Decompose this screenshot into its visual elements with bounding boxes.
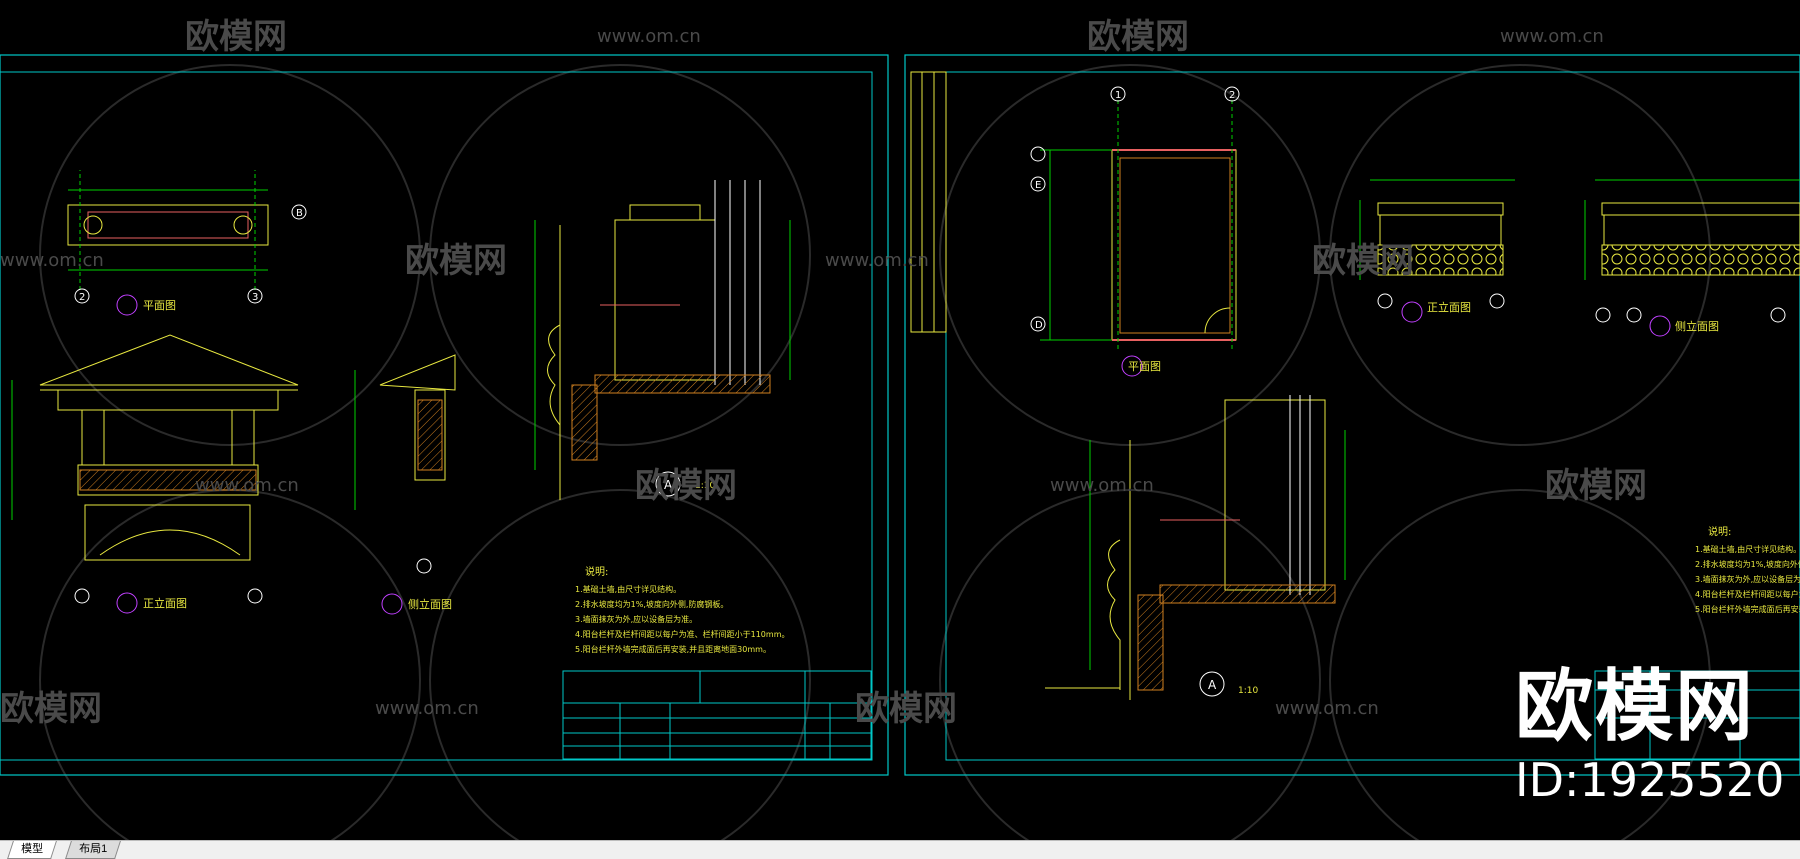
left-axis-b: B bbox=[296, 208, 303, 219]
watermark-url: www.om.cn bbox=[375, 698, 479, 719]
right-title-block bbox=[1594, 670, 1800, 760]
right-axis-1: 1 bbox=[1115, 90, 1121, 101]
watermark-logo: 欧模网 bbox=[1312, 241, 1414, 281]
right-axis-2: 2 bbox=[1229, 90, 1235, 101]
left-detail-callout: A bbox=[664, 478, 673, 492]
right-detail-callout: A bbox=[1208, 678, 1217, 692]
left-side-elevation bbox=[354, 354, 456, 615]
right-side-elevation-title: 侧立面图 bbox=[1675, 319, 1719, 333]
watermark-logo: 欧模网 bbox=[0, 689, 102, 729]
watermark-logo: 欧模网 bbox=[405, 241, 507, 281]
right-sheet-inner-frame bbox=[945, 71, 1800, 761]
right-front-elevation bbox=[1359, 179, 1515, 323]
watermark-logo: 欧模网 bbox=[1545, 466, 1647, 506]
left-section-detail bbox=[534, 180, 791, 500]
right-sheet: 说明: 1.基础土墙,由尺寸详见结构。 2.排水坡度均为1%,坡度向外侧,防腐钢… bbox=[904, 54, 1800, 776]
right-detail-scale: 1:10 bbox=[1238, 686, 1258, 696]
right-note-3: 3.墙面抹灰为外,应以设备层为准。 bbox=[1695, 574, 1800, 584]
watermark-logo: 欧模网 bbox=[185, 17, 287, 57]
left-sheet: 说明: 1.基础土墙,由尺寸详见结构。 2.排水坡度均为1%,坡度向外侧,防腐钢… bbox=[0, 54, 889, 776]
watermark-id-label: ID:1925520 bbox=[1515, 753, 1785, 807]
left-plan-drawing bbox=[67, 170, 307, 316]
left-axis-3: 3 bbox=[252, 292, 258, 303]
watermark-logo: 欧模网 bbox=[855, 689, 957, 729]
right-notes-heading: 说明: bbox=[1708, 525, 1731, 538]
left-notes-heading: 说明: bbox=[585, 565, 608, 578]
right-note-4: 4.阳台栏杆及栏杆间距以每户为准。 bbox=[1695, 589, 1800, 599]
watermark-texts: 欧模网 欧模网 www.om.cn www.om.cn 欧模网 欧模网 www.… bbox=[0, 17, 1647, 729]
left-note-1: 1.基础土墙,由尺寸详见结构。 bbox=[575, 584, 681, 594]
right-note-1: 1.基础土墙,由尺寸详见结构。 bbox=[1695, 544, 1800, 554]
left-front-elevation bbox=[11, 334, 299, 614]
watermark-url: www.om.cn bbox=[825, 250, 929, 271]
left-axis-2: 2 bbox=[79, 292, 85, 303]
watermark-logo: 欧模网 bbox=[635, 466, 737, 506]
left-note-5: 5.阳台栏杆外墙完成面后再安装,并且距离地面30mm。 bbox=[575, 644, 771, 654]
right-plan-drawing bbox=[1030, 86, 1240, 377]
left-note-4: 4.阳台栏杆及栏杆间距以每户为准、栏杆间距小于110mm。 bbox=[575, 629, 790, 639]
watermark-url: www.om.cn bbox=[1050, 475, 1154, 496]
layout-tab-bar: 模型 布局1 bbox=[0, 840, 1800, 859]
watermark-logo: 欧模网 bbox=[1087, 17, 1189, 57]
tab-layout1-label: 布局1 bbox=[79, 843, 108, 855]
tab-layout1[interactable]: 布局1 bbox=[65, 841, 122, 859]
right-note-5: 5.阳台栏杆外墙完成面后再安装。 bbox=[1695, 604, 1800, 614]
tab-model-label: 模型 bbox=[21, 843, 44, 855]
right-front-elevation-title: 正立面图 bbox=[1427, 300, 1471, 314]
left-notes: 说明: 1.基础土墙,由尺寸详见结构。 2.排水坡度均为1%,坡度向外侧,防腐钢… bbox=[575, 565, 790, 654]
right-plan-title: 平面图 bbox=[1128, 360, 1161, 373]
watermark-url: www.om.cn bbox=[0, 250, 104, 271]
watermark-url: www.om.cn bbox=[1275, 698, 1379, 719]
left-title-block bbox=[562, 670, 872, 760]
watermark-url: www.om.cn bbox=[1500, 26, 1604, 47]
right-side-elevation bbox=[1584, 179, 1800, 337]
right-axis-d: D bbox=[1035, 320, 1043, 331]
left-note-2: 2.排水坡度均为1%,坡度向外侧,防腐钢板。 bbox=[575, 599, 728, 609]
right-section-detail bbox=[1045, 395, 1346, 700]
left-detail-scale: 1:10 bbox=[695, 481, 715, 491]
tab-model[interactable]: 模型 bbox=[7, 841, 57, 859]
right-sheet-side-strip bbox=[910, 71, 947, 333]
right-note-2: 2.排水坡度均为1%,坡度向外侧,防腐钢板。 bbox=[1695, 559, 1800, 569]
watermark-big-logo: 欧模网 bbox=[1515, 662, 1756, 752]
left-sheet-inner-frame bbox=[0, 71, 873, 761]
left-sheet-outer-frame bbox=[0, 54, 889, 776]
left-plan-title: 平面图 bbox=[143, 299, 176, 312]
left-note-3: 3.墙面抹灰为外,应以设备层为准。 bbox=[575, 614, 697, 624]
right-sheet-outer-frame bbox=[904, 54, 1800, 776]
right-axis-e: E bbox=[1035, 180, 1041, 191]
left-front-elevation-title: 正立面图 bbox=[143, 596, 187, 610]
watermark-url: www.om.cn bbox=[597, 26, 701, 47]
watermark-url: www.om.cn bbox=[195, 475, 299, 496]
left-side-elevation-title: 侧立面图 bbox=[408, 597, 452, 611]
right-notes: 说明: 1.基础土墙,由尺寸详见结构。 2.排水坡度均为1%,坡度向外侧,防腐钢… bbox=[1695, 525, 1800, 614]
